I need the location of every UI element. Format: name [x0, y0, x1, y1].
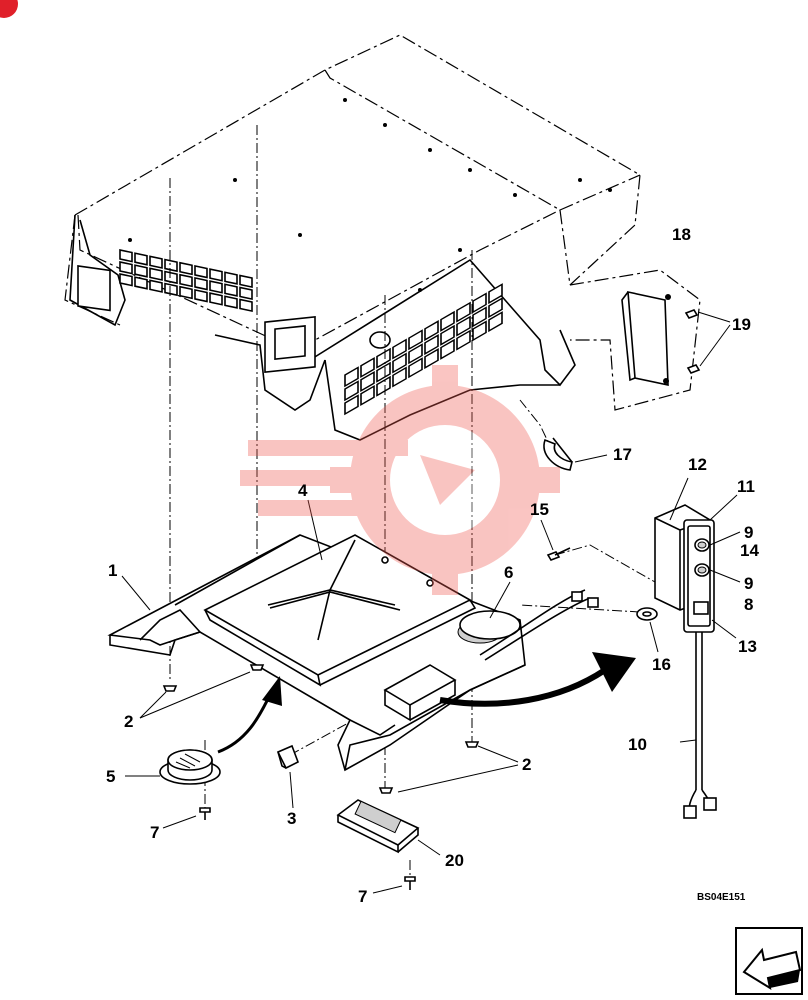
heater-unit-5	[125, 749, 221, 785]
watermark-gear-logo	[240, 365, 560, 595]
next-page-button[interactable]	[735, 927, 803, 995]
callout-9: 9	[744, 574, 753, 593]
cab-grille-right	[344, 283, 503, 416]
callout-15: 15	[530, 500, 549, 519]
cab-roof-phantom	[64, 34, 641, 441]
switch-box	[383, 664, 457, 722]
callout-20: 20	[445, 851, 464, 870]
vent-grille-6	[457, 610, 521, 644]
switch-panel-assembly	[654, 477, 741, 819]
clip-3	[276, 744, 300, 809]
corner-badge-icon	[0, 0, 18, 18]
callout-5: 5	[106, 767, 115, 786]
drawing-code: BS04E151	[697, 892, 746, 903]
bolts-2	[139, 664, 519, 794]
callout-4: 4	[298, 481, 308, 500]
callout-17: 17	[613, 445, 632, 464]
callout-12: 12	[688, 455, 707, 474]
callout-8: 8	[744, 595, 753, 614]
next-page-arrow-icon	[742, 947, 802, 991]
callout-1: 1	[108, 561, 117, 580]
callout-16: 16	[652, 655, 671, 674]
screw-15	[540, 519, 571, 561]
callout-10: 10	[628, 735, 647, 754]
assembly-arrows	[217, 652, 636, 754]
callout-7: 7	[358, 887, 367, 906]
cab-grille-left	[119, 249, 253, 313]
callout-2: 2	[124, 712, 133, 731]
washer-16	[636, 607, 659, 653]
callout-labels: 1 2 2 3 4 5 6 7 7 8 9 9 10 11 12 13 14 1…	[106, 225, 759, 906]
callout-13: 13	[738, 637, 757, 656]
screws-19	[684, 309, 731, 374]
screws-7	[162, 807, 416, 894]
callout-18: 18	[672, 225, 691, 244]
callout-14: 14	[740, 541, 759, 560]
callout-7: 7	[150, 823, 159, 842]
louver-20	[336, 799, 441, 856]
leader-lines	[121, 499, 511, 619]
wire-harness	[479, 589, 599, 661]
callout-9: 9	[744, 523, 753, 542]
callout-6: 6	[504, 563, 513, 582]
callout-11: 11	[737, 477, 755, 496]
callout-3: 3	[287, 809, 296, 828]
side-bracket-18	[569, 269, 701, 411]
clip-17	[543, 437, 608, 471]
callout-2: 2	[522, 755, 531, 774]
floor-mat-4	[203, 534, 477, 687]
callout-19: 19	[732, 315, 751, 334]
